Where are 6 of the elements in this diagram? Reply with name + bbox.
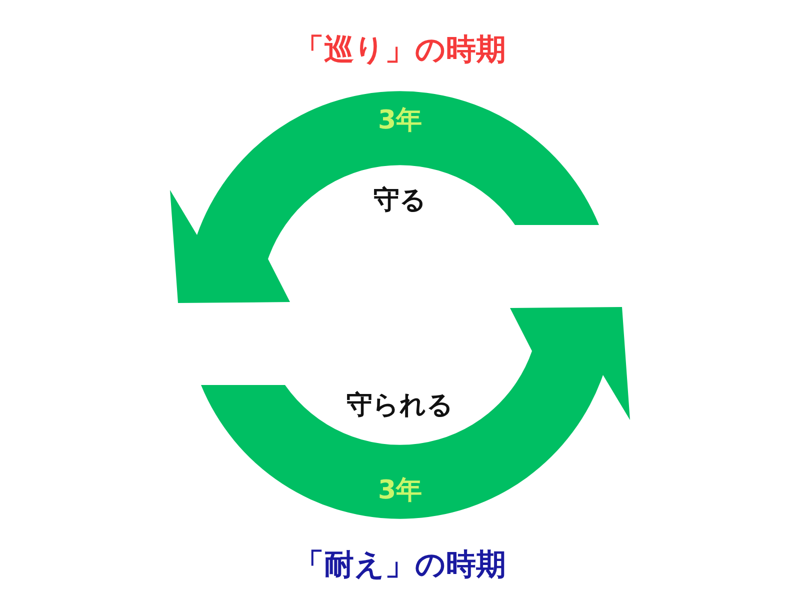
duration-label: 3年 [378, 474, 422, 508]
role-label: 守られる [346, 390, 454, 422]
role-label: 守る [374, 184, 426, 218]
period-heading: 「耐え」の時期 [294, 546, 506, 584]
duration-label: 3年 [378, 104, 422, 138]
period-heading: 「巡り」の時期 [294, 32, 506, 70]
